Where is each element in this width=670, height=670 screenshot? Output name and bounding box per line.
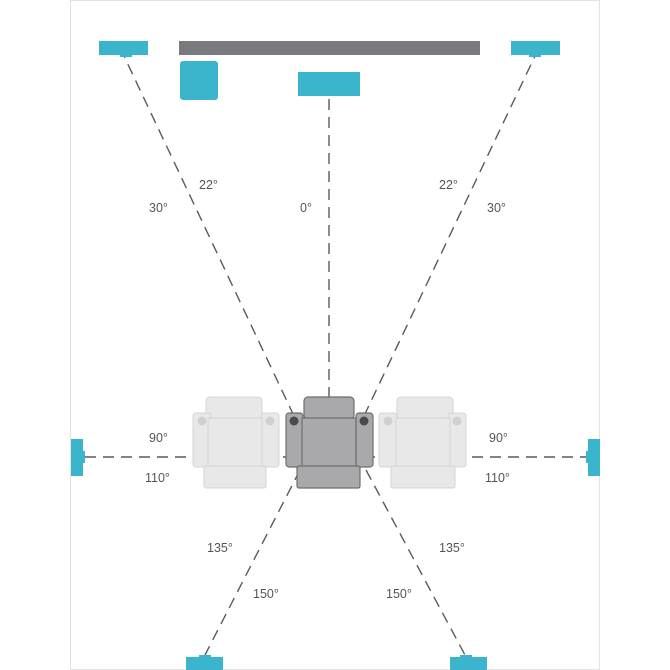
guide-lines xyxy=(82,55,588,656)
angle-label-rear-outer-right: 150° xyxy=(386,587,412,601)
side-right-speaker xyxy=(586,439,600,476)
rear-right-speaker xyxy=(450,655,487,670)
angle-label-rear-outer-left: 150° xyxy=(253,587,279,601)
ghost-seat-right xyxy=(378,396,467,489)
angle-label-side-lower-right: 110° xyxy=(485,471,510,485)
angle-label-center: 0° xyxy=(300,201,312,215)
angle-label-side-upper-left: 90° xyxy=(149,431,168,445)
angle-label-side-upper-right: 90° xyxy=(489,431,508,445)
side-left-speaker xyxy=(71,439,85,476)
subwoofer xyxy=(180,61,218,100)
room-outline xyxy=(70,0,600,670)
ghost-seat-left xyxy=(192,396,280,489)
angle-label-front-inner-right: 22° xyxy=(439,178,458,192)
guide-line-rear-right xyxy=(365,469,466,656)
guide-line-front-left xyxy=(123,55,295,417)
angle-label-front-inner-left: 22° xyxy=(199,178,218,192)
main-listening-seat xyxy=(285,396,374,489)
guide-line-front-right xyxy=(363,55,536,417)
guide-line-rear-left xyxy=(204,469,301,656)
front-right-speaker xyxy=(511,41,560,57)
seat-cupholder-right xyxy=(359,416,369,426)
angle-labels: 0° 22° 22° 30° 30° 90° 90° 110° 110° 135… xyxy=(145,178,510,601)
front-left-speaker xyxy=(99,41,148,57)
center-speaker xyxy=(298,72,360,96)
angle-label-rear-inner-left: 135° xyxy=(207,541,233,555)
seat-cupholder-left xyxy=(289,416,299,426)
angle-label-side-lower-left: 110° xyxy=(145,471,170,485)
angle-label-rear-inner-right: 135° xyxy=(439,541,465,555)
screen xyxy=(179,41,480,55)
rear-left-speaker xyxy=(186,655,223,670)
angle-label-front-outer-right: 30° xyxy=(487,201,506,215)
angle-label-front-outer-left: 30° xyxy=(149,201,168,215)
